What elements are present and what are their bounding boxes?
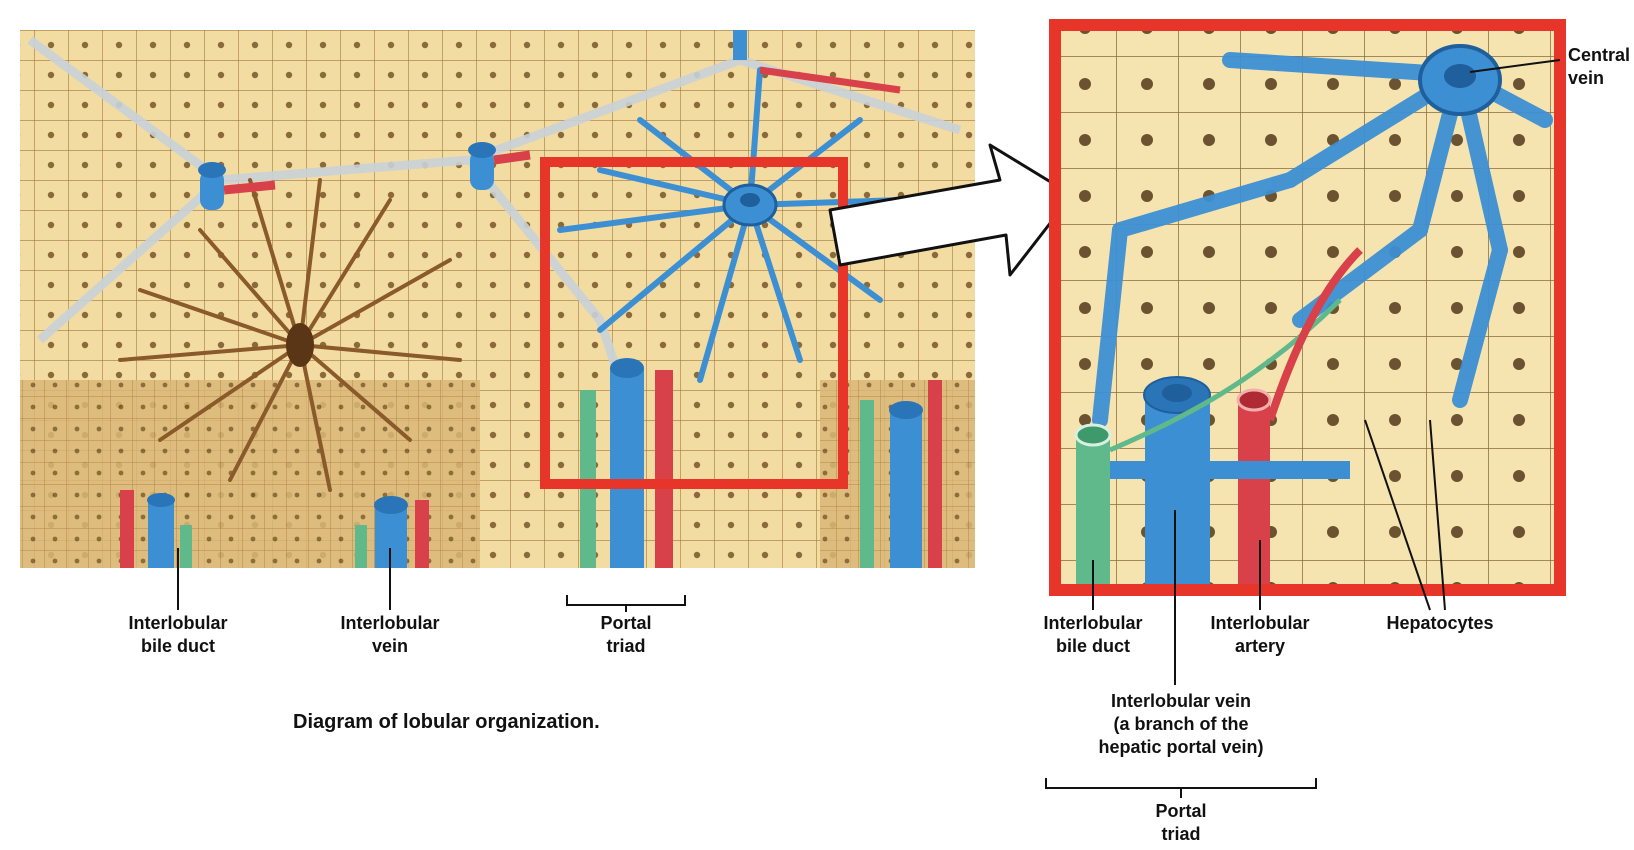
leader-lines: [177, 59, 1561, 798]
highlight-box: [540, 157, 848, 489]
figure-caption: Diagram of lobular organization.: [293, 711, 600, 733]
label-hepatocytes: Hepatocytes: [1386, 613, 1494, 633]
label-left-bile-duct: Interlobular bile duct: [128, 613, 228, 656]
label-left-interlobular-vein: Interlobular vein: [340, 613, 440, 656]
label-left-portal-triad: Portal triad: [600, 613, 652, 656]
label-right-bile-duct: Interlobular bile duct: [1043, 613, 1143, 656]
magnified-view: [1049, 19, 1566, 596]
lobule-diagram: [20, 30, 975, 568]
label-central-vein: Central vein: [1568, 45, 1631, 88]
label-right-portal-triad: Portal triad: [1155, 801, 1207, 844]
label-right-artery: Interlobular artery: [1210, 613, 1310, 656]
zoom-arrow-icon: [828, 143, 1074, 277]
label-right-interlobular-vein: Interlobular vein (a branch of the hepat…: [1098, 691, 1264, 757]
magnified-frame: [1049, 19, 1566, 596]
